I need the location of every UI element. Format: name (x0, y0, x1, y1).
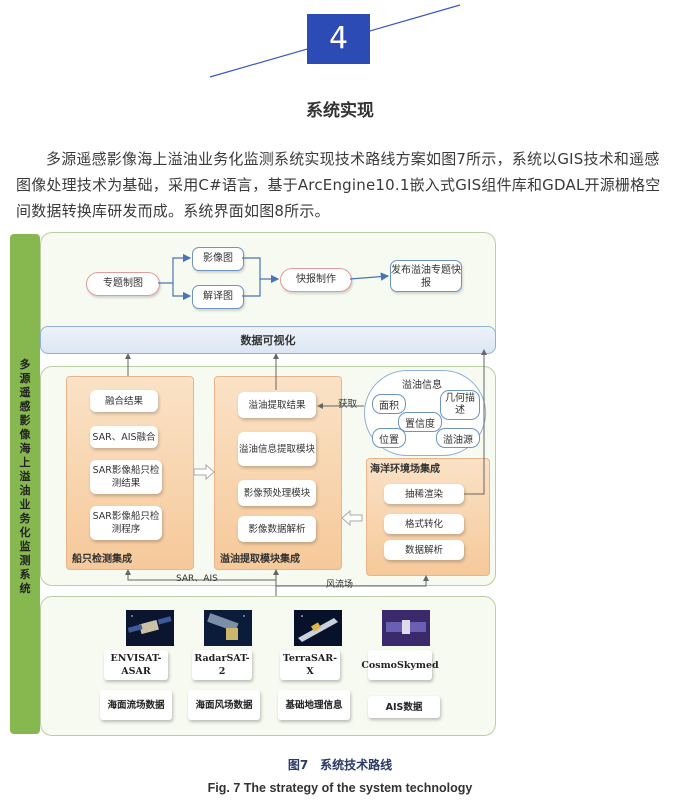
figure-caption-cn: 图7 系统技术路线 (0, 756, 680, 773)
technology-route-diagram: 多源遥感影像海上溢油业务化监测系统 专题制图 影像图 解译图 快报制作 发布溢油… (8, 230, 500, 740)
sar-ais-arrow-label: SAR、AIS (176, 571, 218, 584)
section-number-badge: 4 (307, 14, 370, 64)
satellite-label-cosmoskymed: CosmoSkymed (368, 650, 432, 680)
radarsat-satellite-image (204, 610, 252, 646)
envisat-satellite-image (126, 610, 174, 646)
intro-paragraph: 多源遥感影像海上溢油业务化监测系统实现技术路线方案如图7所示，系统以GIS技术和… (16, 146, 668, 224)
cosmoskymed-satellite-image (382, 610, 430, 646)
section-title: 系统实现 (0, 96, 680, 121)
data-source-ais: AIS数据 (368, 696, 440, 718)
terrasar-satellite-image (294, 610, 342, 646)
figure-caption-en: Fig. 7 The strategy of the system techno… (0, 781, 680, 795)
satellite-label-radarsat: RadarSAT-2 (192, 650, 252, 680)
data-source-geo: 基础地理信息 (278, 690, 350, 720)
data-source-wind: 海面风场数据 (188, 690, 260, 720)
wind-current-arrow-label: 风流场 (326, 577, 353, 590)
satellite-label-terrasar: TerraSAR-X (280, 650, 340, 680)
satellite-label-envisat: ENVISAT-ASAR (104, 650, 168, 680)
data-source-current: 海面流场数据 (100, 690, 172, 720)
